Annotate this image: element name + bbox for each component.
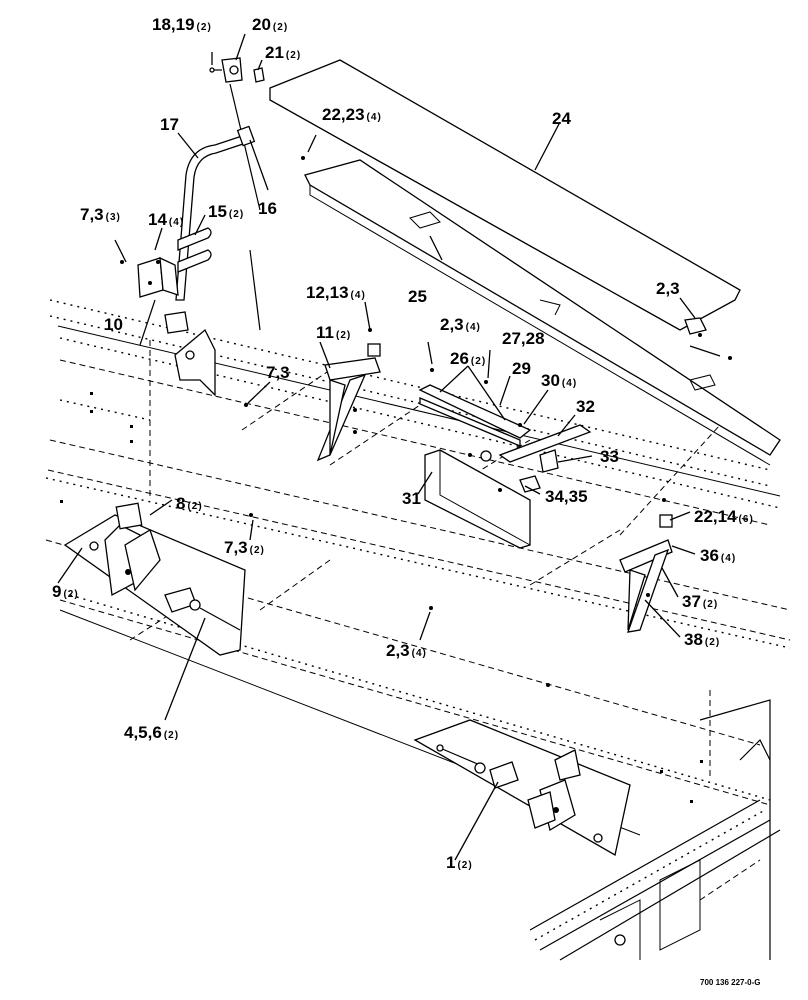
cover-24 xyxy=(269,59,741,331)
strip-26-29 xyxy=(418,368,532,447)
callout-4-5-6: 4,5,6(2) xyxy=(124,723,179,742)
hardware-dots xyxy=(120,156,732,687)
callout-8: 8(2) xyxy=(176,494,203,513)
callout-2-3-right: 2,3 xyxy=(656,279,680,298)
callout-12-13: 12,13(4) xyxy=(306,283,366,302)
tube-17-assembly xyxy=(137,125,261,346)
callout-14: 14(4) xyxy=(148,210,184,229)
callout-22-23: 22,23(4) xyxy=(322,105,382,124)
callout-7-3-low: 7,3(2) xyxy=(224,538,265,557)
callout-38: 38(2) xyxy=(684,630,720,649)
callout-10: 10 xyxy=(104,315,123,334)
callout-1: 1(2) xyxy=(446,853,473,872)
mount-bracket xyxy=(174,328,216,397)
right-end-plate xyxy=(413,719,631,857)
callout-33: 33 xyxy=(600,447,619,466)
callout-34-35: 34,35 xyxy=(545,487,588,506)
callout-20: 20(2) xyxy=(252,15,288,34)
callout-22-14: 22,14(6) xyxy=(694,507,754,526)
callout-36: 36(4) xyxy=(700,546,736,565)
plate-31 xyxy=(424,449,531,549)
arm-36-assembly xyxy=(619,498,673,633)
callout-2-3-mid: 2,3(4) xyxy=(440,315,481,334)
callout-24: 24 xyxy=(552,109,571,128)
leader-lines xyxy=(57,33,696,861)
bracket-32-33 xyxy=(480,424,592,493)
callout-15: 15(2) xyxy=(208,202,244,221)
callout-17: 17 xyxy=(160,115,179,134)
callout-25: 25 xyxy=(408,287,427,306)
arm-11-assembly xyxy=(316,328,381,462)
bracket-20-assembly xyxy=(209,57,265,211)
callout-37: 37(2) xyxy=(682,592,718,611)
left-end-plate xyxy=(63,502,246,656)
callout-29: 29 xyxy=(512,359,531,378)
callout-18-19: 18,19(2) xyxy=(152,15,212,34)
callout-16: 16 xyxy=(258,199,277,218)
drawing-number: 700 136 227-0-G xyxy=(700,978,761,987)
callout-31: 31 xyxy=(402,489,421,508)
callout-26: 26(2) xyxy=(450,349,486,368)
callout-21: 21(2) xyxy=(265,43,301,62)
chassis-frame xyxy=(529,690,781,961)
callout-32: 32 xyxy=(576,397,595,416)
callout-2-3-low: 2,3(4) xyxy=(386,641,427,660)
shield-25 xyxy=(304,159,781,466)
callout-9: 9(2) xyxy=(52,582,79,601)
callout-7-3-mid: 7,3 xyxy=(266,363,290,382)
callout-11: 11(2) xyxy=(316,323,351,342)
callout-labels: 18,19(2) 20(2) 21(2) 22,23(4) 24 17 16 7… xyxy=(52,15,754,872)
header-frame xyxy=(45,299,791,836)
callout-7-3-top: 7,3(3) xyxy=(80,205,121,224)
callout-30: 30(4) xyxy=(541,371,577,390)
callout-27-28: 27,28 xyxy=(502,329,545,348)
